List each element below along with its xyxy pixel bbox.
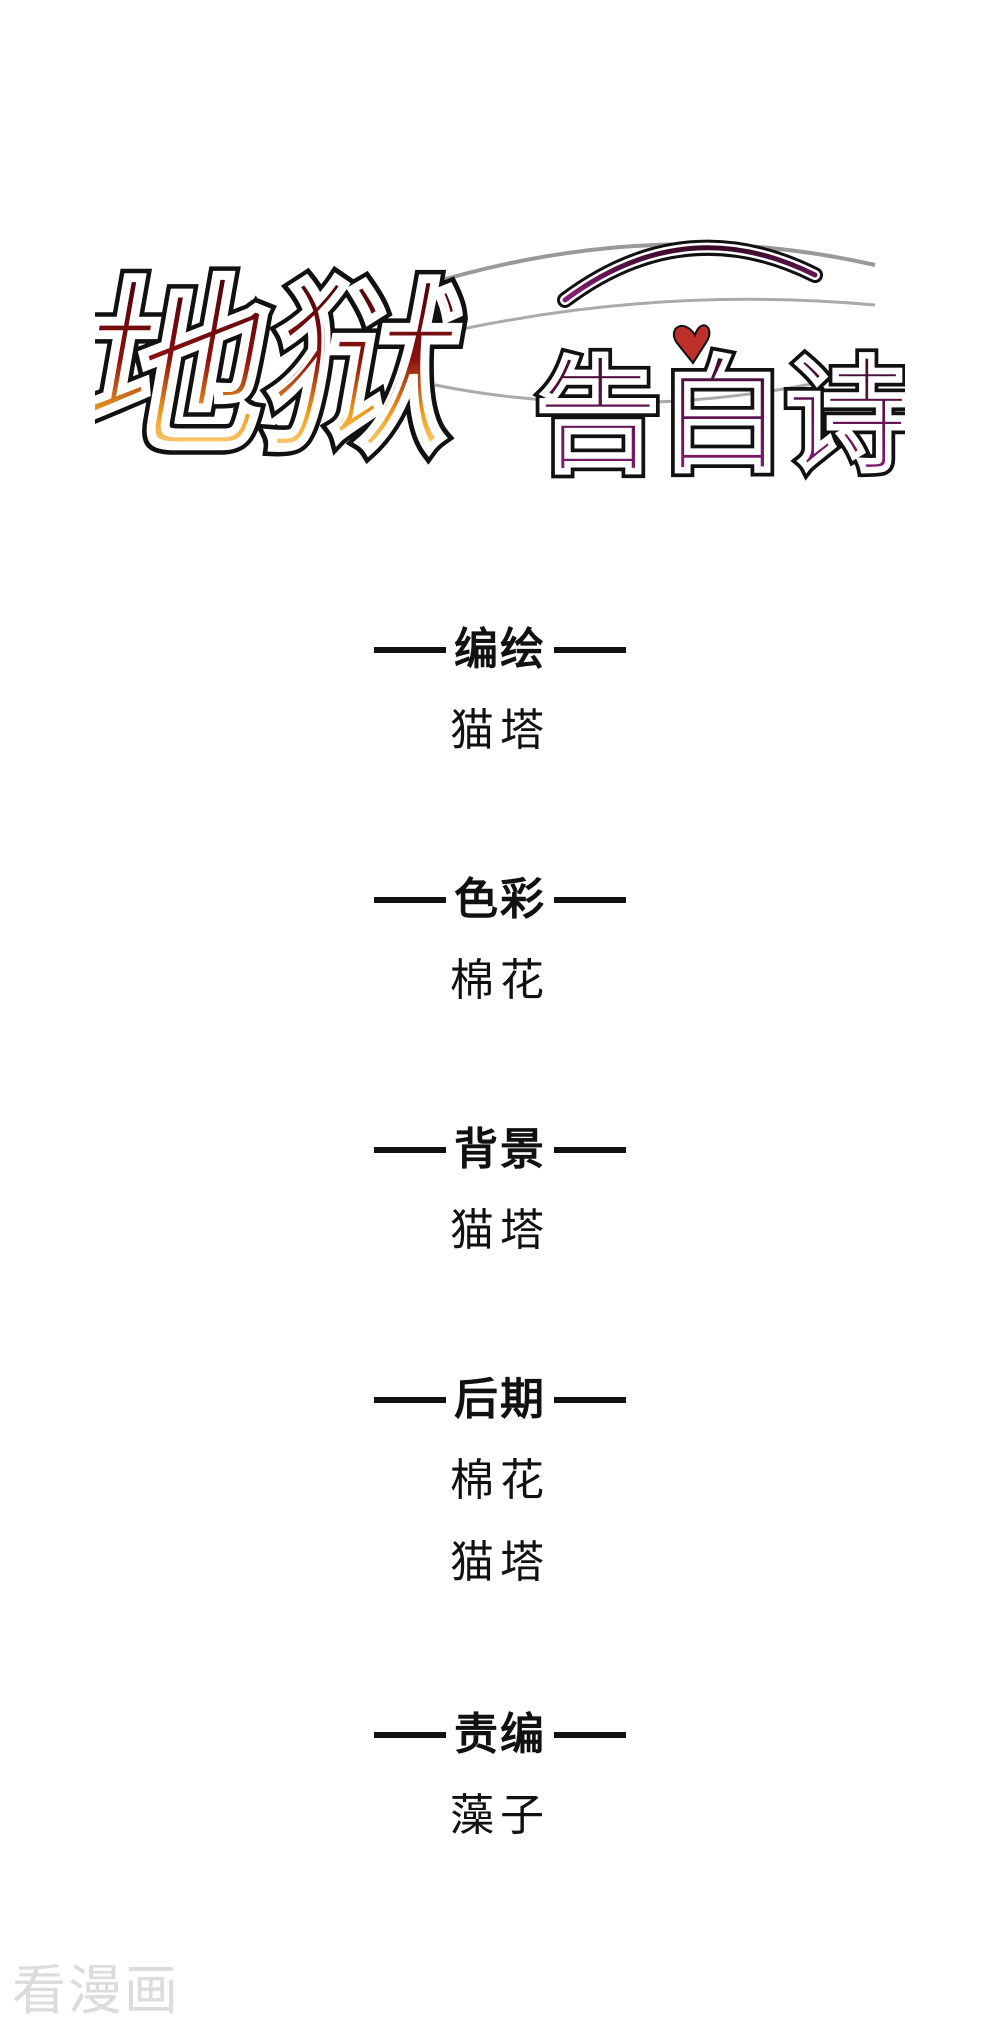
- credit-section-illustration: 编绘 猫塔: [0, 622, 1000, 772]
- credit-section-post: 后期 棉花 猫塔: [0, 1372, 1000, 1604]
- dash-left: [374, 1732, 446, 1738]
- credit-role: 编绘: [0, 622, 1000, 678]
- credit-name: 棉花: [450, 1455, 550, 1506]
- credit-name: 棉花: [450, 955, 550, 1006]
- dash-left: [374, 1397, 446, 1403]
- watermark: 看漫画: [12, 1959, 180, 2022]
- credit-section-color: 色彩 棉花: [0, 872, 1000, 1022]
- credit-role: 后期: [0, 1372, 1000, 1428]
- dash-left: [374, 897, 446, 903]
- logo-title-part1: 地狱: [95, 259, 479, 480]
- dash-right: [554, 1147, 626, 1153]
- heart-icon: [672, 324, 711, 365]
- dash-right: [554, 647, 626, 653]
- dash-right: [554, 1732, 626, 1738]
- credit-name: 猫塔: [450, 1537, 550, 1588]
- dash-right: [554, 1397, 626, 1403]
- logo-title-part2: 告白诗: [535, 345, 905, 490]
- credit-section-editor: 责编 藻子: [0, 1707, 1000, 1857]
- role-label: 背景: [454, 1124, 546, 1175]
- credit-section-background: 背景 猫塔: [0, 1122, 1000, 1272]
- role-label: 色彩: [454, 874, 546, 925]
- credit-name: 猫塔: [450, 1205, 550, 1256]
- dash-left: [374, 647, 446, 653]
- logo-title-part1-inner: 地狱: [95, 259, 479, 480]
- title-logo-art: 地狱 地狱 告白诗 告白诗: [54, 239, 915, 495]
- title-logo: 地狱 地狱 告白诗 告白诗: [54, 225, 915, 495]
- dash-left: [374, 1147, 446, 1153]
- credit-role: 责编: [0, 1707, 1000, 1763]
- credit-name: 猫塔: [450, 705, 550, 756]
- logo-title-part2-inner: 告白诗: [535, 345, 905, 490]
- credit-role: 色彩: [0, 872, 1000, 928]
- role-label: 后期: [454, 1374, 546, 1425]
- dash-right: [554, 897, 626, 903]
- credit-name: 藻子: [450, 1790, 550, 1841]
- role-label: 编绘: [454, 624, 546, 675]
- credit-role: 背景: [0, 1122, 1000, 1178]
- role-label: 责编: [454, 1709, 546, 1760]
